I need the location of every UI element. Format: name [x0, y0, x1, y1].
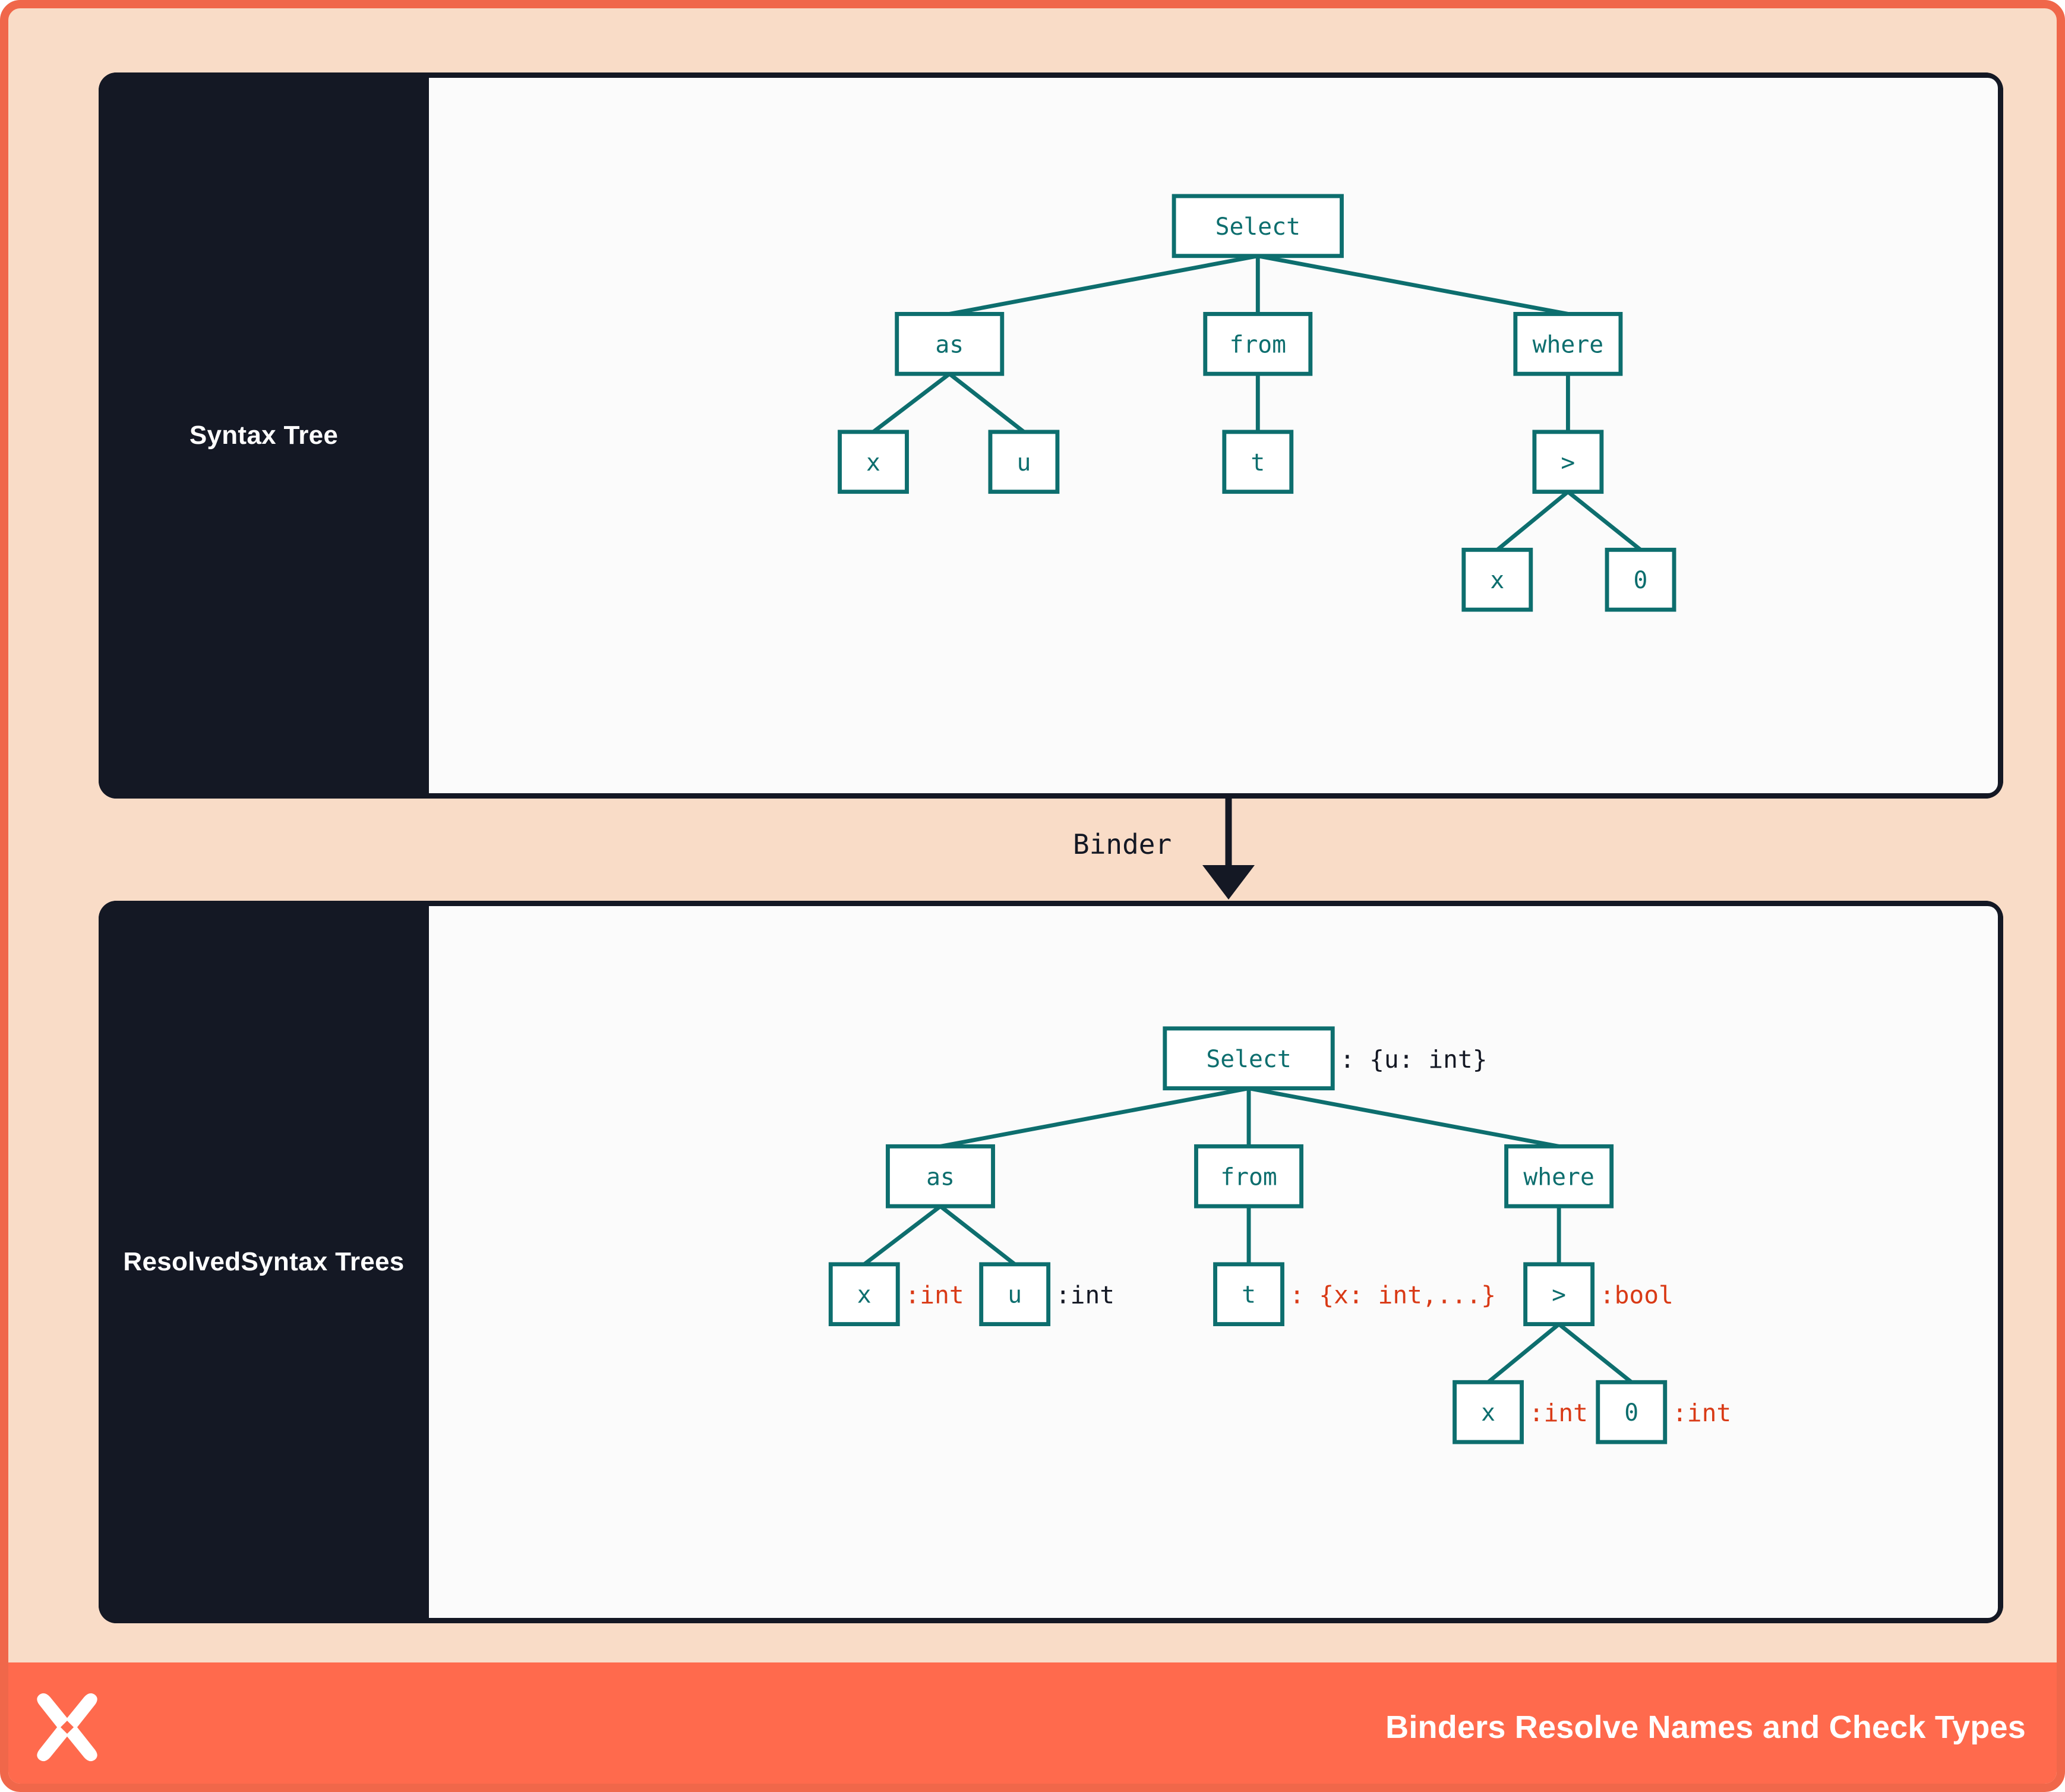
- sidebar-label-line: Resolved: [123, 1247, 241, 1276]
- tree-node[interactable]: >: [1532, 430, 1604, 494]
- tree-node-box: [886, 1144, 995, 1209]
- tree-node[interactable]: 0: [1605, 547, 1676, 612]
- tree-edge: [1257, 254, 1569, 316]
- tree-edge: [1557, 1322, 1633, 1384]
- tree-node-label: x: [1481, 1399, 1495, 1427]
- tree-node-box: [988, 430, 1060, 494]
- tree-node-label: u: [1008, 1282, 1022, 1309]
- tree-node[interactable]: x: [1461, 547, 1533, 612]
- tree-edge: [863, 1204, 942, 1266]
- tree-node-label: x: [857, 1282, 872, 1309]
- tree-node[interactable]: where: [1504, 1144, 1614, 1209]
- tree-node[interactable]: as: [886, 1144, 995, 1209]
- tree-edge: [872, 372, 951, 434]
- tree-edge: [1567, 490, 1642, 552]
- tree-node[interactable]: from: [1194, 1144, 1304, 1209]
- tree-node-box: [895, 312, 1005, 376]
- sidebar-label-line: Syntax Trees: [241, 1247, 405, 1276]
- tree-edge: [1248, 1086, 1559, 1149]
- tree-node[interactable]: t: [1213, 1262, 1284, 1327]
- tree-node-box: [1203, 312, 1313, 376]
- tree-node-box: [828, 1262, 900, 1327]
- tree-node-box: [1532, 430, 1604, 494]
- tree-node-label: 0: [1624, 1399, 1638, 1427]
- x-mark-logo-icon: [37, 1693, 97, 1762]
- type-annotation: :int: [1056, 1281, 1114, 1310]
- tree-node-label: t: [1251, 449, 1265, 477]
- footer-caption: Binders Resolve Names and Check Types: [1385, 1709, 2026, 1745]
- binder-label: Binder: [1073, 828, 1172, 860]
- tree-node[interactable]: u: [988, 430, 1060, 494]
- tree-node-label: 0: [1634, 567, 1648, 594]
- tree-node-label: >: [1552, 1282, 1566, 1309]
- tree-edge: [949, 254, 1258, 316]
- tree-node-box: [979, 1262, 1051, 1327]
- tree-node[interactable]: x: [1453, 1380, 1524, 1444]
- canvas-resolved-syntax-trees: Select as from where x u t > x 0 : {u: int} :int :in…: [429, 901, 2003, 1623]
- tree-node[interactable]: u: [979, 1262, 1051, 1327]
- tree-node-label: as: [926, 1163, 955, 1191]
- tree-node-box: [1213, 1262, 1284, 1327]
- tree-node[interactable]: from: [1203, 312, 1313, 376]
- binder-arrow-icon: [1202, 799, 1255, 900]
- tree-node[interactable]: 0: [1596, 1380, 1668, 1444]
- tree-node-box: [838, 430, 909, 494]
- binder-connector: Binder: [99, 799, 2003, 901]
- type-annotation: :int: [1672, 1399, 1731, 1427]
- tree-node-label: Select: [1206, 1046, 1291, 1073]
- footer-bar: Binders Resolve Names and Check Types: [8, 1662, 2057, 1784]
- type-annotation: : {u: int}: [1340, 1045, 1487, 1074]
- tree-node-box: [1513, 312, 1623, 376]
- tree-node-box: [1163, 1026, 1335, 1091]
- tree-node-label: where: [1523, 1163, 1594, 1191]
- tree-node-box: [1596, 1380, 1668, 1444]
- tree-node-box: [1504, 1144, 1614, 1209]
- tree-node-label: >: [1561, 449, 1575, 477]
- syntax-tree-graphic: Select as from where x u t > x 0: [838, 194, 1676, 612]
- tree-node-label: t: [1242, 1282, 1256, 1309]
- tree-node-box: [1453, 1380, 1524, 1444]
- tree-node-label: x: [1490, 567, 1504, 594]
- tree-node-label: u: [1016, 449, 1031, 477]
- tree-edge: [948, 372, 1025, 434]
- canvas-syntax-tree: Select as from where x u t > x 0: [429, 72, 2003, 799]
- tree-node[interactable]: Select: [1163, 1026, 1335, 1091]
- tree-node[interactable]: t: [1222, 430, 1294, 494]
- tree-edge: [939, 1204, 1016, 1266]
- resolved-syntax-tree-graphic: Select as from where x u t > x 0 : {u: int} :int :in…: [828, 1026, 1731, 1444]
- tree-node[interactable]: x: [828, 1262, 900, 1327]
- tree-node-label: where: [1533, 331, 1603, 358]
- tree-node-box: [1222, 430, 1294, 494]
- tree-node[interactable]: as: [895, 312, 1005, 376]
- tree-node-box: [1172, 194, 1344, 258]
- tree-edge: [940, 1086, 1249, 1149]
- type-annotation: :int: [1529, 1399, 1588, 1427]
- tree-node-label: x: [866, 449, 880, 477]
- tree-node-label: from: [1220, 1163, 1277, 1191]
- tree-node-label: from: [1230, 331, 1287, 358]
- tree-node-box: [1523, 1262, 1595, 1327]
- tree-node-label: Select: [1215, 213, 1300, 241]
- type-annotation: :int: [905, 1281, 964, 1310]
- type-annotation: : {x: int,...}: [1290, 1281, 1496, 1310]
- tree-node-box: [1605, 547, 1676, 612]
- tree-node-box: [1194, 1144, 1304, 1209]
- tree-node[interactable]: Select: [1172, 194, 1344, 258]
- tree-node-box: [1461, 547, 1533, 612]
- tree-node-label: as: [935, 331, 964, 358]
- tree-node[interactable]: x: [838, 430, 909, 494]
- panel-syntax-tree: Syntax Tree Select as from where x u t > x 0: [99, 72, 2003, 799]
- tree-node[interactable]: >: [1523, 1262, 1595, 1327]
- tree-node[interactable]: where: [1513, 312, 1623, 376]
- type-annotation: :bool: [1600, 1281, 1674, 1310]
- tree-edge: [1496, 490, 1570, 552]
- tree-edge: [1486, 1322, 1561, 1384]
- sidebar-label-syntax-tree: Syntax Tree: [99, 72, 429, 799]
